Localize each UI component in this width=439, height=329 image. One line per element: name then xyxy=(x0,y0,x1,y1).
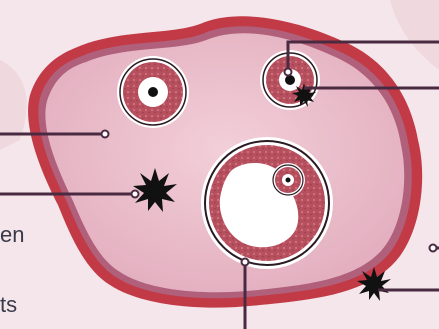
primary-follicle-left xyxy=(117,56,189,128)
background-band-left xyxy=(0,60,27,150)
oocyte-nucleus xyxy=(148,87,158,97)
label-left-partial-2: ts xyxy=(0,292,17,318)
label-left-partial-1: en xyxy=(0,222,24,248)
background-band-right xyxy=(390,0,439,70)
graafian-follicle xyxy=(201,137,333,269)
